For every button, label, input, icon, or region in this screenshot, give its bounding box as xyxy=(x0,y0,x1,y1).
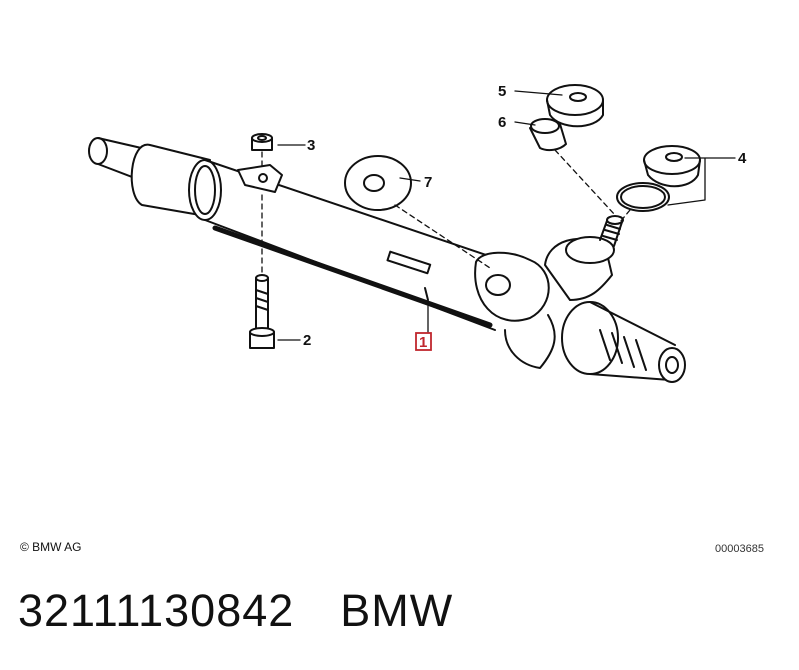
washer-part xyxy=(344,155,412,211)
rack-center-boss xyxy=(474,251,550,322)
brand-name: BMW xyxy=(340,585,454,636)
rack-left-collar xyxy=(130,143,222,221)
assembly-lines xyxy=(261,149,631,276)
callout-3[interactable]: 3 xyxy=(307,137,315,154)
nut-part xyxy=(251,133,273,151)
bushing-part xyxy=(546,84,604,128)
callout-1-box xyxy=(415,332,432,351)
diagram-doc-number: 00003685 xyxy=(715,543,764,555)
bolt-part xyxy=(249,274,275,349)
rack-right-end xyxy=(561,301,686,383)
sleeve-part xyxy=(529,118,567,152)
bushing-oring-part xyxy=(616,145,701,212)
callout-5[interactable]: 5 xyxy=(498,83,506,100)
part-caption: 32111130842 BMW xyxy=(18,585,453,637)
part-number: 32111130842 xyxy=(18,585,295,636)
mount-bracket xyxy=(237,164,283,193)
copyright-notice: © BMW AG xyxy=(20,540,82,554)
callout-6[interactable]: 6 xyxy=(498,114,506,131)
callout-2[interactable]: 2 xyxy=(303,332,311,349)
callout-7[interactable]: 7 xyxy=(424,174,432,191)
rack-left-shaft xyxy=(88,137,151,181)
callout-4[interactable]: 4 xyxy=(738,150,747,167)
leader-lines xyxy=(277,90,736,341)
pinion-shaft xyxy=(599,215,624,247)
pinion-housing xyxy=(504,236,615,369)
callout-1[interactable]: 1 xyxy=(419,334,427,351)
